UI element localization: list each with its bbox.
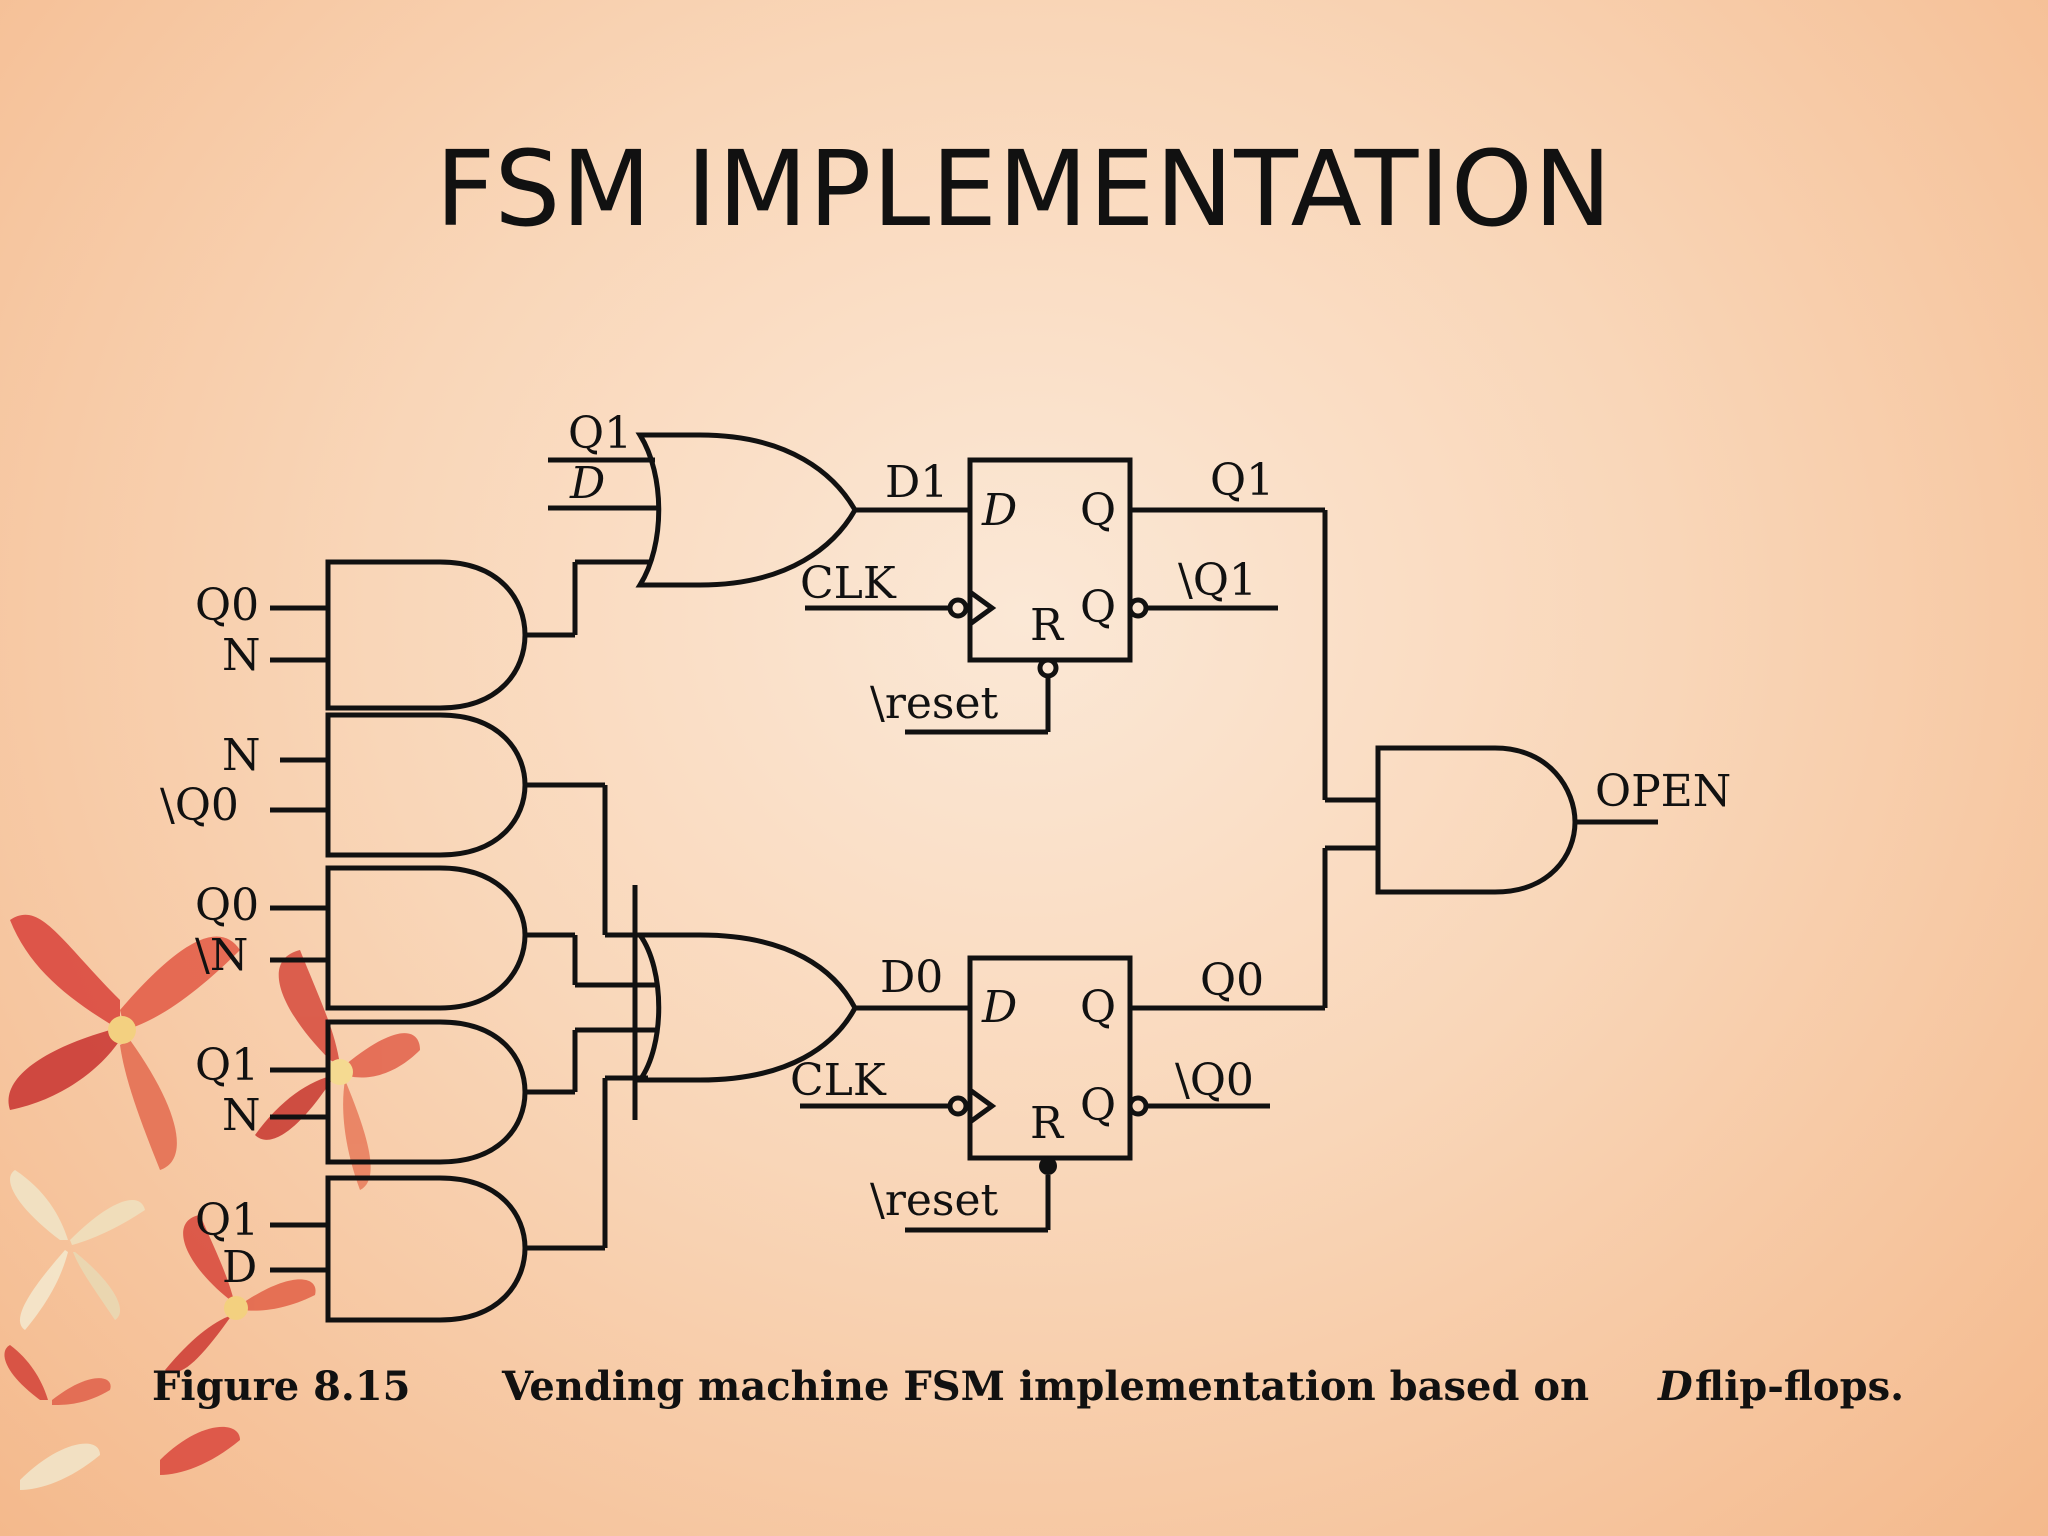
and-gate-3 xyxy=(325,865,528,1011)
and-gate-2 xyxy=(325,712,528,858)
label-ff0-qbar: Q xyxy=(1080,1080,1116,1131)
label-or1-in2: D xyxy=(569,458,605,509)
or-gate-d1 xyxy=(635,432,858,588)
figure-caption-number: Figure 8.15 xyxy=(152,1363,411,1410)
label-and1-in1: Q0 xyxy=(195,580,259,631)
clock-triangle xyxy=(968,589,997,627)
label-q1-out: Q1 xyxy=(1210,455,1274,506)
clock-bubble xyxy=(947,597,969,619)
label-ff1-q: Q xyxy=(1080,485,1116,536)
label-q1bar: \Q1 xyxy=(1178,555,1257,606)
reset-bubble xyxy=(1039,1157,1057,1175)
slide-title: FSM IMPLEMENTATION xyxy=(435,128,1613,250)
label-ff1-r: R xyxy=(1030,600,1065,651)
label-and1-in2: N xyxy=(222,630,261,681)
label-and5-in2: D xyxy=(222,1242,257,1293)
label-q0-out: Q0 xyxy=(1200,955,1264,1006)
qbar-bubble xyxy=(1127,1095,1149,1117)
label-ff1-qbar: Q xyxy=(1080,582,1116,633)
and-gate-open xyxy=(1375,745,1578,895)
reset-bubble xyxy=(1037,657,1059,679)
label-or1-in1: Q1 xyxy=(568,408,632,459)
or-gate-d0 xyxy=(635,932,858,1083)
label-reset1: \reset xyxy=(870,678,999,729)
label-clk1: CLK xyxy=(800,558,897,609)
label-d1: D1 xyxy=(885,457,948,508)
label-and3-in1: Q0 xyxy=(195,880,259,931)
label-and4-in1: Q1 xyxy=(195,1040,259,1091)
figure-caption-text: Vending machine FSM implementation based… xyxy=(501,1363,1589,1410)
label-ff0-r: R xyxy=(1030,1098,1065,1149)
and-gate-1 xyxy=(325,559,528,711)
label-open: OPEN xyxy=(1595,766,1731,817)
qbar-bubble xyxy=(1127,597,1149,619)
label-d0: D0 xyxy=(880,952,943,1003)
label-reset0: \reset xyxy=(870,1175,999,1226)
label-ff0-q: Q xyxy=(1080,982,1116,1033)
figure-caption-italic: D xyxy=(1657,1363,1693,1410)
and-gate-4 xyxy=(325,1019,528,1165)
clock-bubble xyxy=(947,1095,969,1117)
figure-caption-tail: flip-flops. xyxy=(1695,1363,1904,1410)
label-clk0: CLK xyxy=(790,1055,887,1106)
label-ff0-d: D xyxy=(981,982,1017,1033)
label-and2-in1: N xyxy=(222,730,261,781)
label-and4-in2: N xyxy=(222,1090,261,1141)
label-and3-in2: \N xyxy=(195,930,248,981)
label-and5-in1: Q1 xyxy=(195,1195,259,1246)
clock-triangle xyxy=(968,1087,997,1125)
label-and2-in2: \Q0 xyxy=(160,780,239,831)
label-ff1-d: D xyxy=(981,485,1017,536)
label-q0bar: \Q0 xyxy=(1175,1055,1254,1106)
and-gate-5 xyxy=(325,1175,528,1323)
